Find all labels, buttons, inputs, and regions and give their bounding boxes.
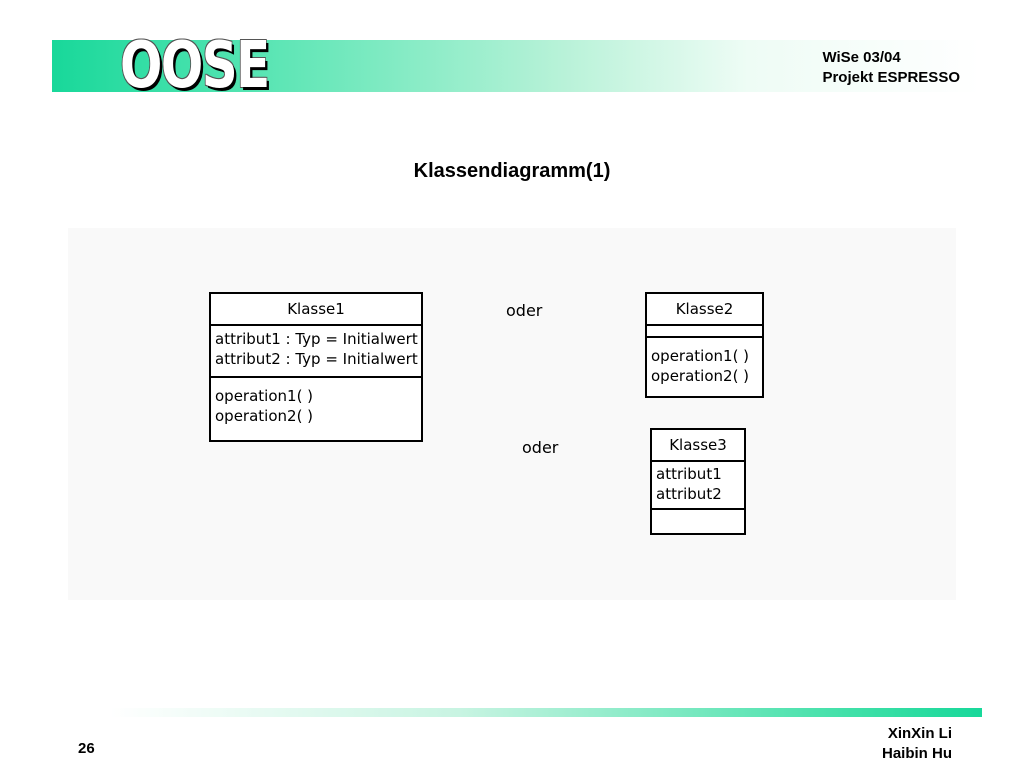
operation-compartment bbox=[652, 508, 744, 531]
oose-logo: OOSE bbox=[120, 29, 270, 103]
project-label: Projekt ESPRESSO bbox=[822, 69, 960, 86]
oder-label-1: oder bbox=[506, 301, 543, 320]
uml-class-klasse2: Klasse2 operation1( ) operation2( ) bbox=[645, 292, 764, 398]
attribute-row: attribut1 : Typ = Initialwert bbox=[215, 330, 418, 348]
operation-row: operation1( ) bbox=[651, 347, 750, 365]
operation-row: operation2( ) bbox=[215, 407, 314, 425]
footer-band bbox=[110, 708, 982, 717]
attribute-compartment: attribut1 attribut2 bbox=[652, 460, 744, 508]
operation-row: operation2( ) bbox=[651, 367, 750, 385]
author-name: Haibin Hu bbox=[882, 745, 952, 762]
attribute-row: attribut1 bbox=[656, 465, 722, 483]
author-name: XinXin Li bbox=[887, 725, 952, 742]
attribute-row: attribut2 bbox=[656, 485, 722, 503]
class-name: Klasse3 bbox=[669, 436, 727, 454]
header-band bbox=[52, 40, 980, 92]
semester-label: WiSe 03/04 bbox=[822, 49, 901, 66]
page-number: 26 bbox=[78, 740, 95, 757]
operation-row: operation1( ) bbox=[215, 387, 314, 405]
slide-title: Klassendiagramm(1) bbox=[413, 160, 611, 182]
attribute-compartment bbox=[647, 324, 762, 336]
uml-class-klasse3: Klasse3 attribut1 attribut2 bbox=[650, 428, 746, 535]
uml-diagram-canvas: Klasse1 attribut1 : Typ = Initialwert at… bbox=[68, 228, 956, 600]
attribute-compartment: attribut1 : Typ = Initialwert attribut2 … bbox=[211, 324, 421, 376]
class-name: Klasse1 bbox=[287, 300, 345, 318]
attribute-row: attribut2 : Typ = Initialwert bbox=[215, 350, 418, 368]
authors: XinXin Li Haibin Hu bbox=[882, 724, 952, 764]
course-info: WiSe 03/04 Projekt ESPRESSO bbox=[822, 48, 960, 88]
operation-compartment: operation1( ) operation2( ) bbox=[211, 376, 421, 428]
operation-compartment: operation1( ) operation2( ) bbox=[647, 336, 762, 388]
oder-label-2: oder bbox=[522, 438, 559, 457]
uml-class-klasse1: Klasse1 attribut1 : Typ = Initialwert at… bbox=[209, 292, 423, 442]
class-name: Klasse2 bbox=[675, 300, 734, 318]
